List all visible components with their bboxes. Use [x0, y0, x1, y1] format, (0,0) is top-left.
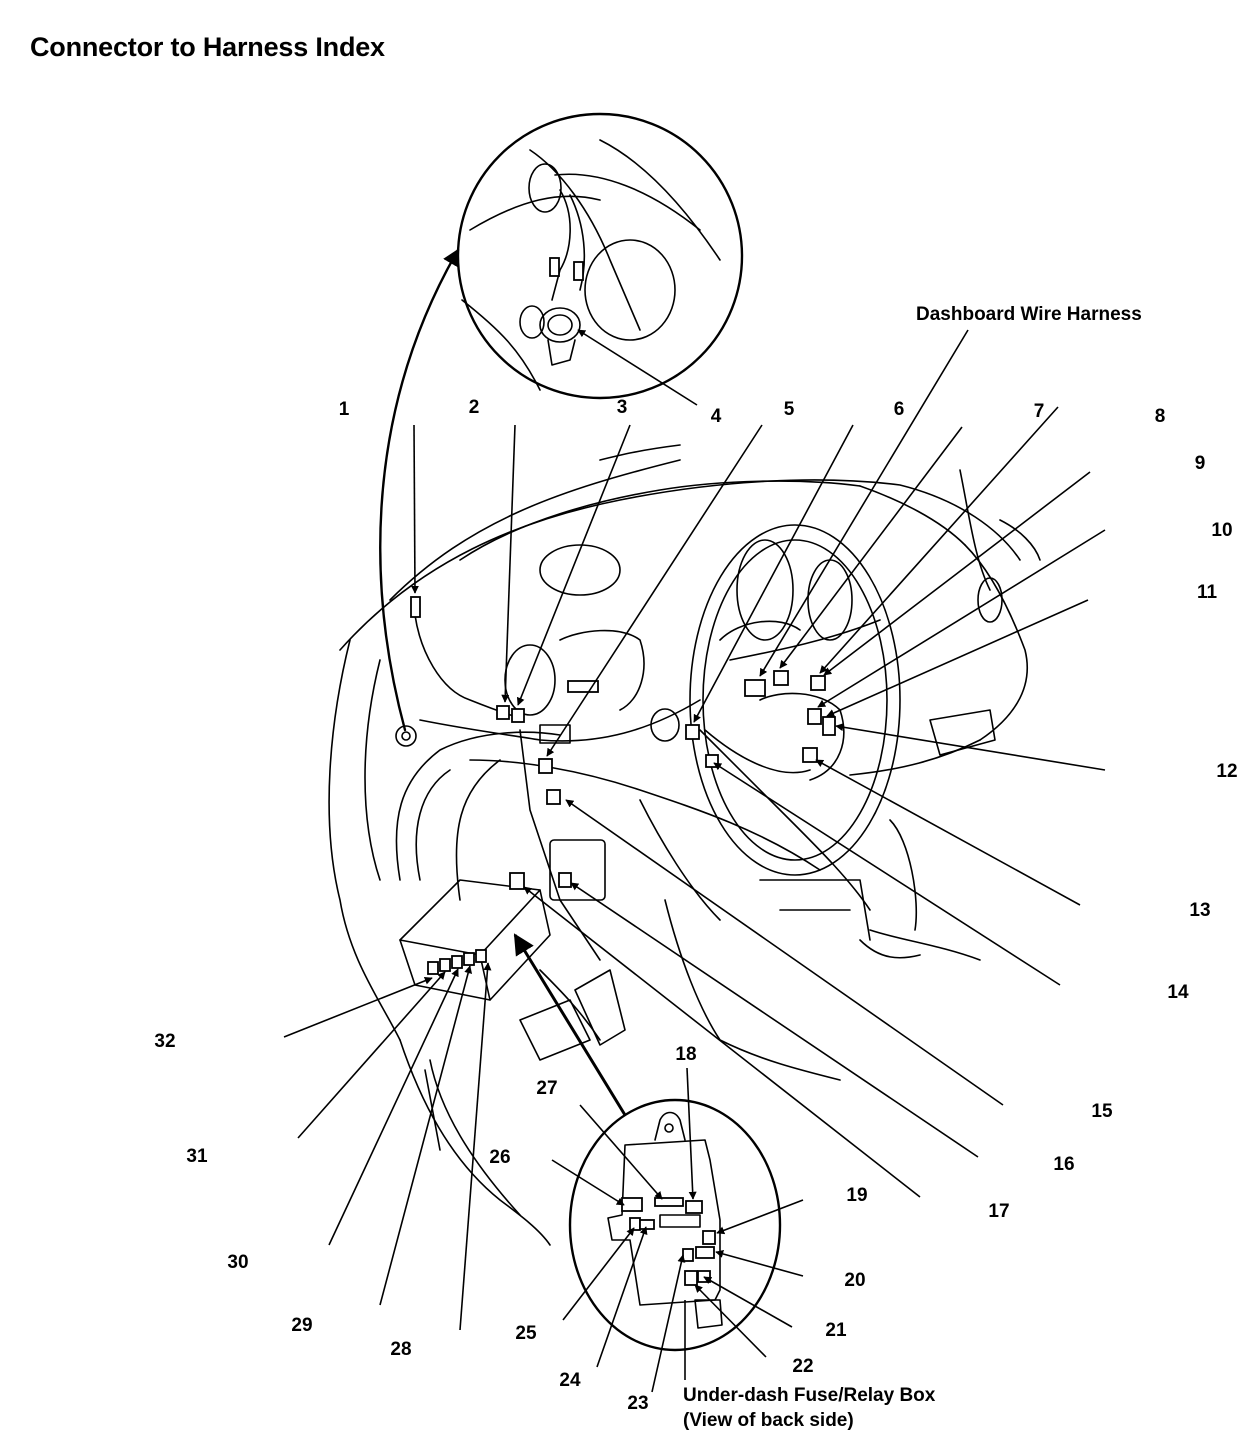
- page-title: Connector to Harness Index: [30, 32, 385, 62]
- callout-27: 27: [536, 1078, 558, 1099]
- callout-9: 9: [1194, 453, 1206, 474]
- callout-18: 18: [675, 1044, 697, 1065]
- callout-12: 12: [1216, 761, 1238, 782]
- dashboard-connectors: [395, 596, 836, 975]
- callout-21: 21: [825, 1320, 847, 1341]
- callout-28: 28: [390, 1339, 412, 1360]
- callout-4: 4: [710, 406, 722, 427]
- callout-26: 26: [489, 1147, 511, 1168]
- callout-25: 25: [515, 1323, 537, 1344]
- callout-15: 15: [1091, 1101, 1113, 1122]
- fuse-box-inset: [513, 933, 782, 1352]
- callout-6: 6: [893, 399, 905, 420]
- callout-29: 29: [291, 1315, 313, 1336]
- top-detail-inset: [456, 112, 744, 400]
- callout-7: 7: [1033, 401, 1045, 422]
- callout-16: 16: [1053, 1154, 1075, 1175]
- callout-30: 30: [227, 1252, 249, 1273]
- callout-20: 20: [844, 1270, 866, 1291]
- callout-1: 1: [338, 399, 350, 420]
- callout-5: 5: [783, 399, 795, 420]
- callout-14: 14: [1167, 982, 1189, 1003]
- callout-24: 24: [559, 1370, 581, 1391]
- callout-10: 10: [1211, 520, 1233, 541]
- callout-13: 13: [1189, 900, 1211, 921]
- dashboard-harness-caption: Dashboard Wire Harness: [916, 304, 1142, 325]
- fuse-box-caption: Under-dash Fuse/Relay Box: [683, 1385, 936, 1406]
- callout-2: 2: [468, 397, 480, 418]
- callout-11: 11: [1196, 582, 1218, 603]
- arrow-to-top-inset: [379, 248, 460, 732]
- callout-22: 22: [792, 1356, 814, 1377]
- callout-3: 3: [616, 397, 628, 418]
- callout-leaders: [283, 329, 1106, 1393]
- callout-23: 23: [627, 1393, 649, 1414]
- dashboard-body: [328, 444, 1041, 1246]
- callout-8: 8: [1154, 406, 1166, 427]
- callout-32: 32: [154, 1031, 176, 1052]
- fuse-box-subcaption: (View of back side): [683, 1410, 854, 1431]
- callout-31: 31: [186, 1146, 208, 1167]
- callout-17: 17: [988, 1201, 1010, 1222]
- callout-19: 19: [846, 1185, 868, 1206]
